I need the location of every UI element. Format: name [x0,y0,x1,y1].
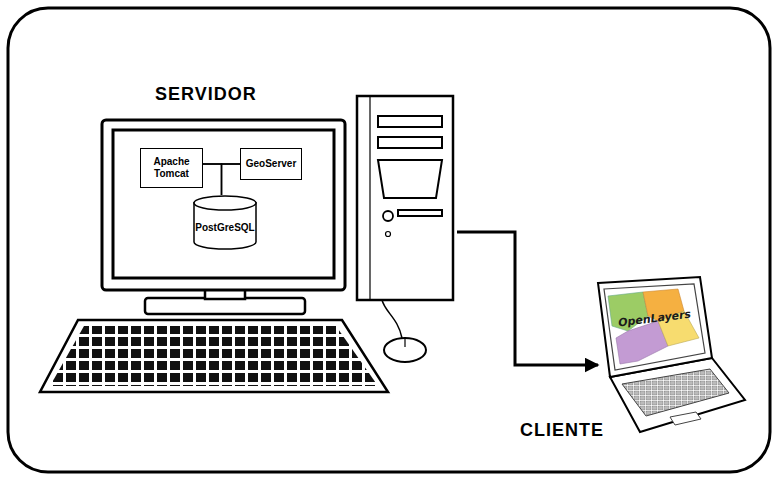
process-box: GeoServer [240,148,302,180]
process-box: Apache Tomcat [140,148,203,188]
box-label: GeoServer [246,158,297,170]
keyboard-body [40,320,388,392]
client-laptop: OpenLayersCLIENTE [598,276,748,436]
floppy-slot [398,210,442,216]
database-label: PostGreSQL [195,222,254,234]
connector-line [203,164,222,195]
tower-case [357,96,453,300]
laptop-touchpad [670,412,701,425]
server-computer: SERVIDOR Apache Tomcat GeoServerPostGreSQL [100,80,457,305]
monitor-stand-base [145,298,305,314]
laptop-keyboard [622,369,729,416]
monitor-screen [113,130,334,278]
mouse-cable [382,300,402,338]
database-cylinder: PostGreSQL [193,195,257,249]
cylinder-top [194,196,256,210]
monitor [102,120,345,314]
tower-edge [369,96,370,300]
mouse [384,338,426,362]
tower [357,96,453,300]
keyboard-keys [50,326,378,386]
connector-line [222,164,241,195]
mouse-button [404,338,405,347]
tower-panel [378,160,442,198]
client-heading: CLIENTE [520,420,604,441]
drive-bay [378,116,442,127]
connector-arrow [457,232,598,365]
laptop-lid [598,277,712,377]
drive-bay [378,137,442,148]
keyboard [40,320,388,392]
power-button [383,211,393,221]
laptop-screen [604,284,705,370]
frame [8,8,770,472]
box-label: Apache Tomcat [145,156,198,180]
server-heading: SERVIDOR [155,84,257,105]
laptop-drawing [598,276,748,436]
monitor-frame [102,120,345,290]
led [386,232,391,237]
